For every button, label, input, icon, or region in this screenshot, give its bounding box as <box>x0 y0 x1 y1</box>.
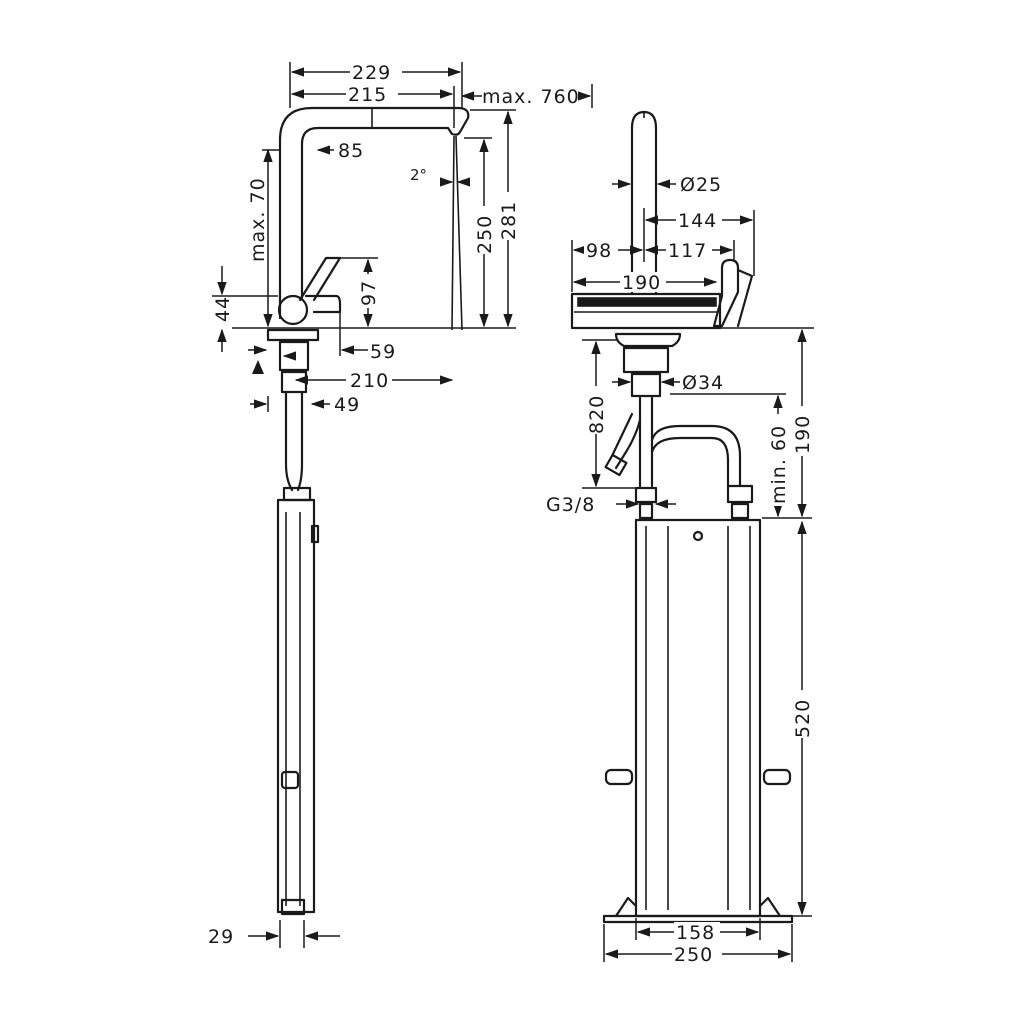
dim-min60: min. 60 <box>768 425 790 504</box>
dim-29: 29 <box>208 926 234 948</box>
dim-44: 44 <box>212 296 234 322</box>
lever-base <box>304 294 342 314</box>
dim-g38: G3/8 <box>546 494 595 516</box>
dim-dia34: Ø34 <box>682 372 724 394</box>
hose-b <box>296 390 304 492</box>
housing <box>634 518 762 918</box>
deck-plate-grille <box>577 297 717 307</box>
dim-2deg: 2° <box>410 166 427 184</box>
dim-158: 158 <box>676 922 715 944</box>
dim-97: 97 <box>358 280 380 306</box>
dim-520: 520 <box>792 699 814 738</box>
dim-820: 820 <box>586 395 608 434</box>
dim-98: 98 <box>586 240 612 262</box>
dim-max760: max. 760 <box>482 86 580 108</box>
dim-49: 49 <box>334 394 360 416</box>
base-shank <box>278 340 310 372</box>
fitting-left <box>634 486 658 504</box>
base-plate <box>602 914 794 924</box>
dim-215: 215 <box>348 84 387 106</box>
dim-144: 144 <box>678 210 717 232</box>
dim-190-right: 190 <box>792 415 814 454</box>
fitting-right <box>726 484 754 504</box>
bracket-left <box>604 768 634 786</box>
rail-clip <box>310 524 320 544</box>
housing-screw <box>692 530 704 542</box>
dim-250: 250 <box>474 215 496 254</box>
hose-front-curve <box>650 424 742 488</box>
front-view: Ø25 144 98 117 190 Ø34 820 min. <box>546 110 814 966</box>
dim-210: 210 <box>350 370 389 392</box>
dim-max70: max. 70 <box>247 177 269 262</box>
dim-dia25: Ø25 <box>680 174 722 196</box>
bracket-right <box>762 768 792 786</box>
rail-bracket <box>280 770 300 790</box>
hose-a <box>284 390 294 492</box>
dim-117: 117 <box>668 240 707 262</box>
shank-nut <box>280 370 308 394</box>
dim-85: 85 <box>338 140 364 162</box>
dim-190-top: 190 <box>622 272 661 294</box>
rail-foot <box>280 898 306 916</box>
dim-281: 281 <box>498 201 520 240</box>
deck-plate-slot <box>578 298 716 306</box>
hose-front-left <box>614 418 642 470</box>
lever-front <box>712 258 740 328</box>
dim-250-bottom: 250 <box>674 944 713 966</box>
lever-handle <box>298 256 342 302</box>
spout-outline <box>278 106 470 320</box>
dim-229: 229 <box>352 62 391 84</box>
dim-59: 59 <box>370 341 396 363</box>
side-view: 229 215 max. 760 85 max. 70 2° 250 <box>208 62 593 948</box>
spout-front <box>630 110 658 296</box>
rail-outer <box>276 498 316 914</box>
base-flange <box>266 328 320 342</box>
mixer-body <box>277 294 309 326</box>
front-shank <box>614 332 682 348</box>
